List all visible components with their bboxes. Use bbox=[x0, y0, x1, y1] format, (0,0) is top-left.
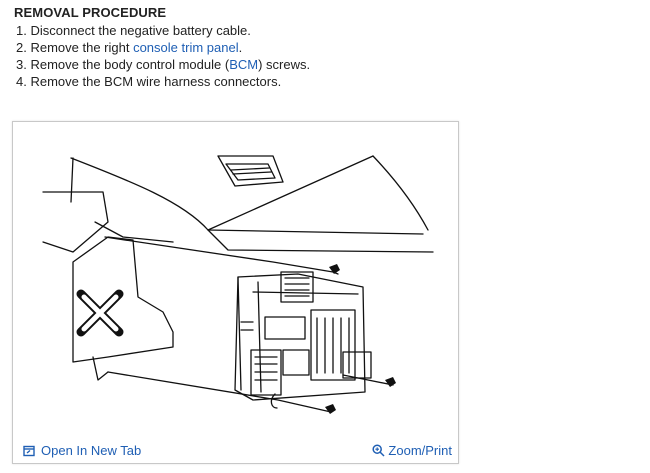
step-item: 3. Remove the body control module (BCM) … bbox=[16, 56, 310, 73]
step-item: 1. Disconnect the negative battery cable… bbox=[16, 22, 310, 39]
step-text: Disconnect the negative battery cable. bbox=[30, 23, 251, 38]
open-in-new-tab-label: Open In New Tab bbox=[41, 443, 142, 458]
step-item: 4. Remove the BCM wire harness connector… bbox=[16, 73, 310, 90]
console-trim-panel-link[interactable]: console trim panel bbox=[133, 40, 239, 55]
step-text: Remove the BCM wire harness connectors. bbox=[30, 74, 282, 89]
bcm-illustration bbox=[42, 155, 434, 414]
step-text-suffix: . bbox=[238, 40, 243, 55]
procedure-steps: 1. Disconnect the negative battery cable… bbox=[16, 22, 310, 90]
open-in-new-tab-link[interactable]: Open In New Tab bbox=[23, 443, 141, 458]
zoom-print-label: Zoom/Print bbox=[388, 443, 452, 458]
zoom-print-link[interactable]: Zoom/Print bbox=[372, 443, 452, 458]
step-number: 4. bbox=[16, 74, 27, 89]
figure-footer: Open In New Tab Zoom/Print bbox=[13, 439, 458, 463]
step-item: 2. Remove the right console trim panel. bbox=[16, 39, 310, 56]
procedure-heading: REMOVAL PROCEDURE bbox=[14, 5, 167, 20]
step-text: Remove the body control module ( bbox=[30, 57, 230, 72]
step-text: Remove the right bbox=[30, 40, 134, 55]
figure-frame: Open In New Tab Zoom/Print bbox=[12, 121, 459, 464]
step-number: 1. bbox=[16, 23, 27, 38]
bcm-link[interactable]: BCM bbox=[229, 57, 259, 72]
step-number: 3. bbox=[16, 57, 27, 72]
open-in-new-tab-icon bbox=[23, 445, 35, 457]
magnifier-plus-icon bbox=[372, 444, 385, 457]
step-number: 2. bbox=[16, 40, 27, 55]
step-text-suffix: ) screws. bbox=[258, 57, 311, 72]
